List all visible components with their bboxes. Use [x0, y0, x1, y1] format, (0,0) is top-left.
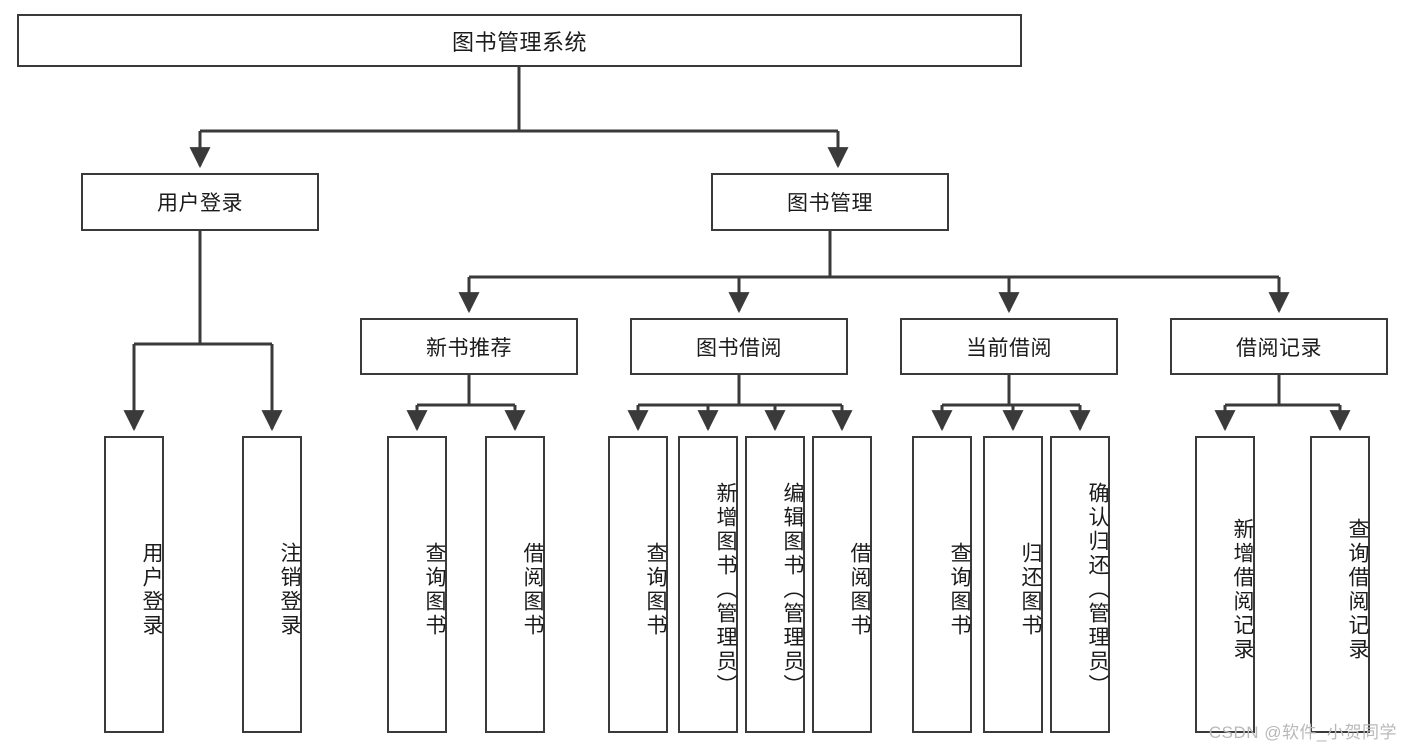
- node-label: 图书管理: [787, 192, 873, 215]
- node-label: 编辑图书（管理员）: [781, 481, 804, 698]
- node-book-management[interactable]: 图书管理: [711, 173, 949, 231]
- node-borrow-record[interactable]: 借阅记录: [1170, 318, 1388, 375]
- node-leaf-borrow-book[interactable]: 借阅图书: [812, 436, 872, 733]
- node-leaf-user-logout[interactable]: 注销登录: [242, 436, 302, 733]
- node-label: 归还图书: [1019, 541, 1042, 638]
- node-label: 当前借阅: [966, 336, 1052, 360]
- node-label: 借阅记录: [1236, 336, 1322, 360]
- node-leaf-edit-book-admin[interactable]: 编辑图书（管理员）: [745, 436, 805, 733]
- node-label: 查询图书: [644, 541, 667, 638]
- node-user-login[interactable]: 用户登录: [81, 173, 319, 231]
- node-root-system[interactable]: 图书管理系统: [17, 14, 1022, 67]
- node-label: 图书管理系统: [451, 29, 587, 55]
- node-label: 查询借阅记录: [1346, 517, 1369, 662]
- node-label: 新书推荐: [426, 336, 512, 360]
- node-label: 借阅图书: [521, 541, 544, 638]
- node-new-book-recommend[interactable]: 新书推荐: [360, 318, 578, 375]
- node-book-borrow[interactable]: 图书借阅: [630, 318, 848, 375]
- node-label: 用户登录: [157, 192, 243, 215]
- node-leaf-add-book-admin[interactable]: 新增图书（管理员）: [678, 436, 738, 733]
- node-leaf-query-book-recommend[interactable]: 查询图书: [387, 436, 447, 733]
- csdn-watermark: CSDN @软件_小贺同学: [1208, 723, 1397, 742]
- node-label: 借阅图书: [848, 541, 871, 638]
- node-label: 查询图书: [948, 541, 971, 638]
- node-leaf-user-login[interactable]: 用户登录: [104, 436, 164, 733]
- node-leaf-return-book[interactable]: 归还图书: [983, 436, 1043, 733]
- node-label: 查询图书: [423, 541, 446, 638]
- node-leaf-borrow-book-recommend[interactable]: 借阅图书: [485, 436, 545, 733]
- node-label: 图书借阅: [696, 336, 782, 360]
- node-label: 注销登录: [278, 541, 301, 638]
- node-current-borrow[interactable]: 当前借阅: [900, 318, 1118, 375]
- node-leaf-query-book-current[interactable]: 查询图书: [912, 436, 972, 733]
- node-label: 新增图书（管理员）: [714, 481, 737, 698]
- node-label: 确认归还（管理员）: [1086, 481, 1109, 698]
- node-label: 用户登录: [140, 541, 163, 638]
- node-label: 新增借阅记录: [1231, 517, 1254, 662]
- node-leaf-query-book-borrow[interactable]: 查询图书: [608, 436, 668, 733]
- node-leaf-confirm-return-admin[interactable]: 确认归还（管理员）: [1050, 436, 1110, 733]
- node-leaf-query-borrow-record[interactable]: 查询借阅记录: [1310, 436, 1370, 733]
- node-leaf-add-borrow-record[interactable]: 新增借阅记录: [1195, 436, 1255, 733]
